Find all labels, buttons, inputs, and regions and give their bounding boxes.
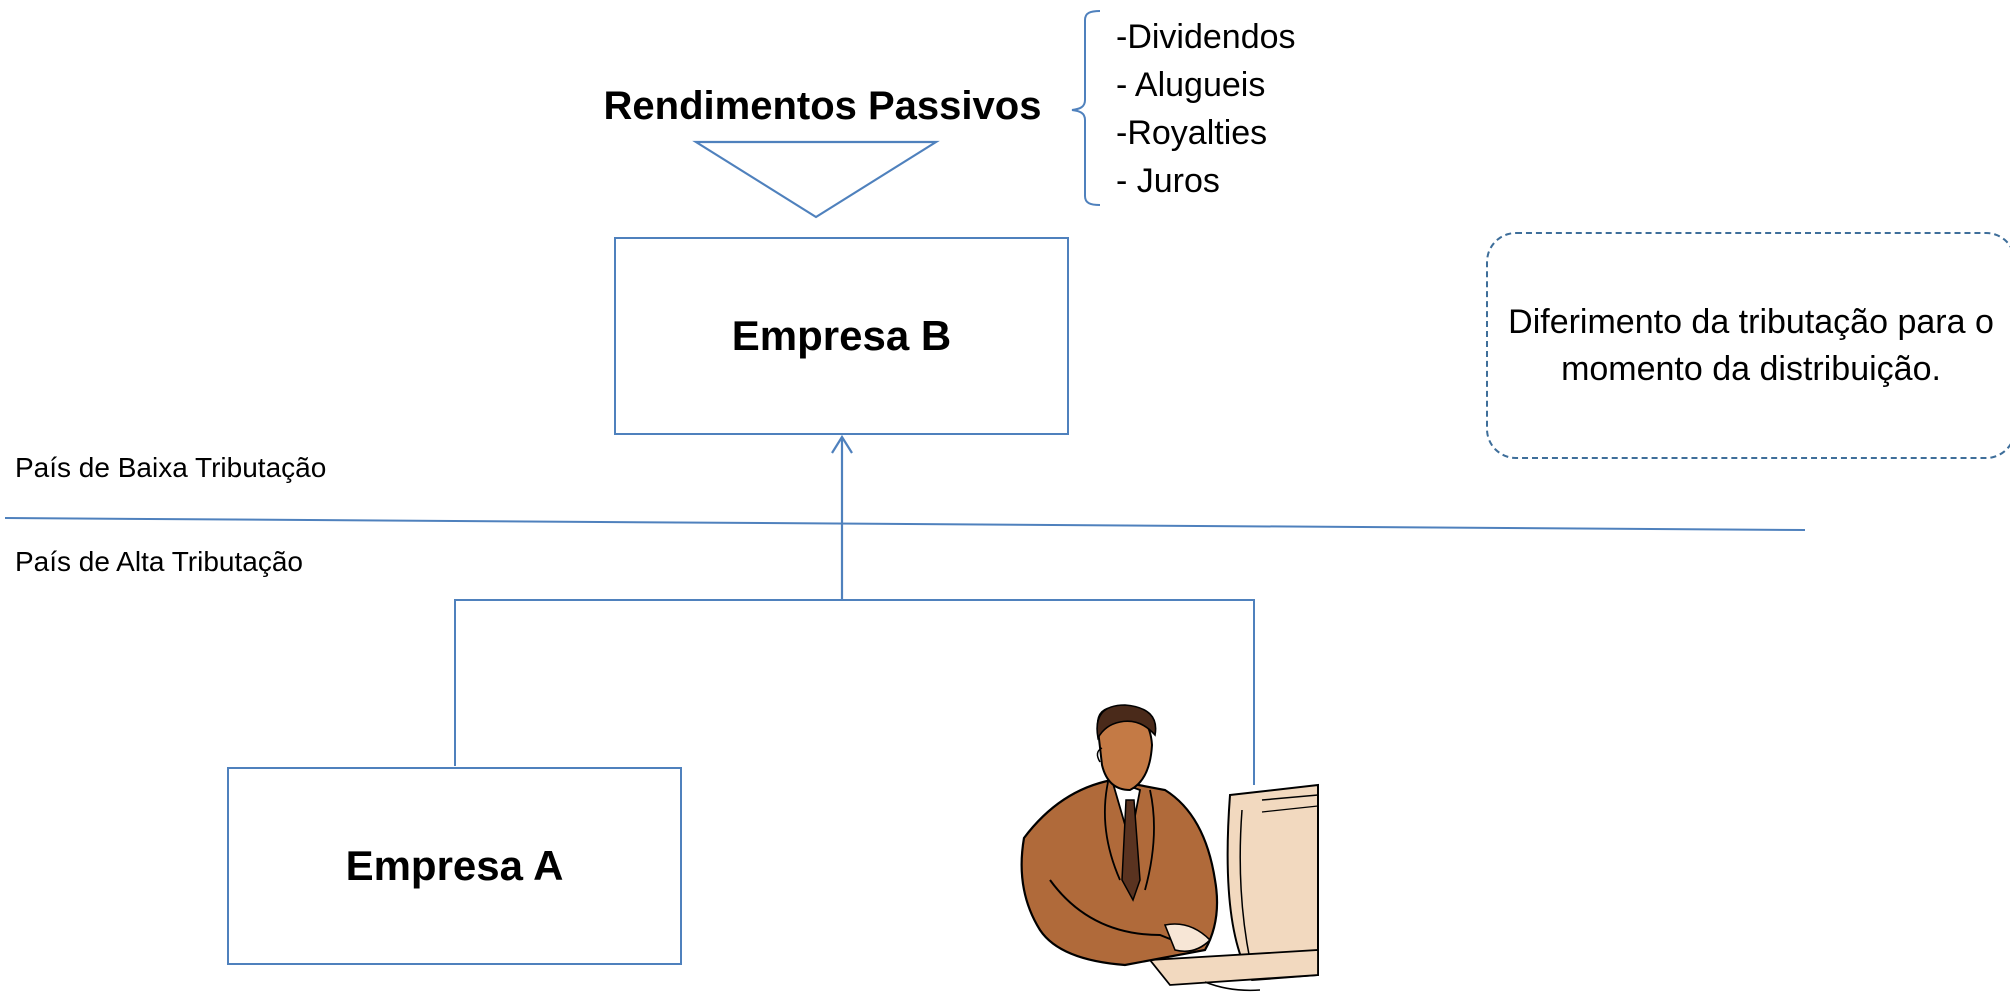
down-triangle-icon: [692, 140, 940, 219]
tax-border-line: [4, 517, 1806, 531]
income-item-royalties: -Royalties: [1116, 114, 1268, 152]
company-b-label: Empresa B: [731, 312, 952, 359]
left-brace-icon: [1071, 10, 1101, 206]
company-a-box: Empresa A: [227, 767, 682, 965]
high-tax-country-label: País de Alta Tributação: [15, 546, 303, 577]
low-tax-country-label: País de Baixa Tributação: [15, 452, 327, 483]
company-b-box: Empresa B: [614, 237, 1069, 435]
deferral-note: Diferimento da tributação para o momento…: [1486, 232, 2010, 459]
company-a-label: Empresa A: [345, 842, 564, 889]
ownership-connector: [454, 599, 1255, 785]
income-item-rents: - Alugueis: [1116, 66, 1266, 104]
diagram-title: Rendimentos Passivos: [603, 84, 1042, 128]
arrow-head-icon: [831, 434, 853, 454]
income-item-interest: - Juros: [1116, 162, 1220, 200]
deferral-note-text: Diferimento da tributação para o momento…: [1508, 302, 1994, 388]
income-item-dividends: -Dividendos: [1116, 18, 1296, 56]
